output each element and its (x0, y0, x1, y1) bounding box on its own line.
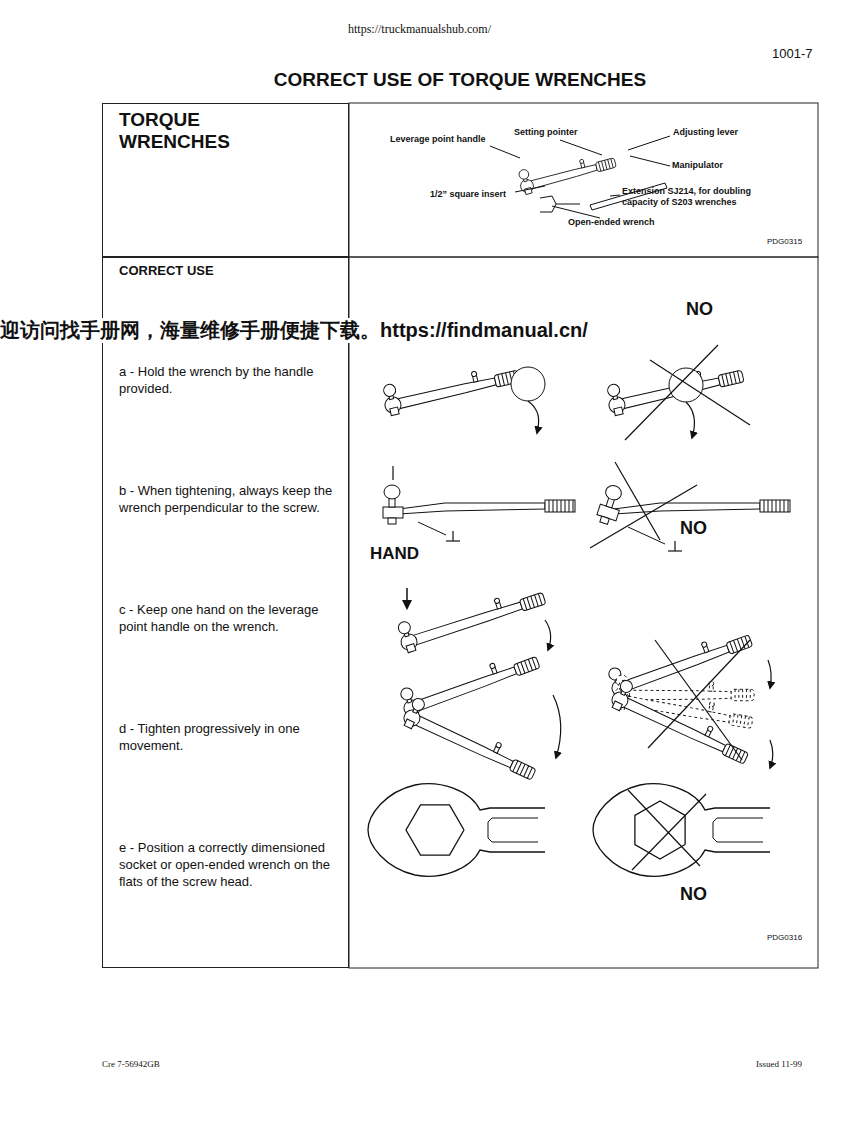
line (628, 790, 700, 866)
line (655, 640, 742, 760)
torque-wrench (401, 696, 543, 784)
line (515, 186, 545, 192)
line (628, 136, 670, 150)
instruction-text: b - When tightening, always keep the wre… (119, 483, 341, 517)
torque-wrench (605, 621, 754, 700)
motion-arrow (686, 402, 694, 438)
motion-arrow (545, 620, 551, 650)
url: https://truckmanualshub.com/ (348, 22, 491, 37)
hand-mark: HAND (370, 543, 419, 564)
line (392, 466, 393, 480)
line (648, 640, 750, 748)
screw-head (406, 805, 464, 855)
line (630, 156, 670, 166)
motion-arrow (770, 740, 773, 768)
no-mark: NO (680, 517, 707, 540)
torque-wrench-side (383, 485, 575, 524)
torque-wrench (395, 578, 547, 654)
line (628, 527, 665, 544)
part-name: Setting pointer (514, 127, 578, 138)
part-name: Manipulator (672, 160, 723, 171)
hand-position (669, 368, 703, 402)
torque-wrench (609, 678, 755, 768)
torque-wrench (397, 642, 541, 720)
part-name: 1/2” square insert (430, 189, 506, 200)
table-cell: TORQUE WRENCHES (102, 103, 349, 257)
line (632, 794, 706, 870)
motion-arrow (553, 695, 561, 758)
no-mark: NO (686, 298, 713, 321)
cell-heading: TORQUE WRENCHES (119, 109, 244, 153)
instruction-text: e - Position a correctly dimensioned soc… (119, 840, 341, 891)
line (446, 540, 460, 541)
line (590, 485, 697, 548)
page-title: CORRECT USE OF TORQUE WRENCHES (0, 68, 866, 92)
no-mark: NO (680, 883, 707, 906)
line (452, 531, 453, 541)
table-cell (349, 257, 818, 968)
line (650, 360, 750, 425)
figure-code: PDG0315 (767, 237, 802, 247)
line (552, 206, 600, 218)
line (418, 522, 446, 535)
hand-position (511, 367, 545, 401)
table-cell: CORRECT USE a - Hold the wrench by the ha… (102, 257, 349, 968)
figure-code: PDG0316 (767, 933, 802, 943)
table-cell (349, 103, 818, 257)
screw-head (635, 801, 685, 859)
issue-date: Issued 11-99 (756, 1059, 802, 1070)
motion-arrow (528, 401, 539, 433)
push-arrow (406, 588, 408, 608)
document-code: Cre 7-56942GB (102, 1059, 160, 1070)
line (668, 550, 682, 551)
page-number: 1001-7 (772, 46, 812, 62)
line (625, 345, 718, 440)
instruction-text: a - Hold the wrench by the handle provid… (119, 364, 341, 398)
open-ended-wrench (593, 784, 770, 877)
instruction-text: d - Tighten progressively in one movemen… (119, 721, 341, 755)
line (674, 541, 675, 551)
open-ended-wrench (368, 784, 545, 877)
line (560, 140, 602, 155)
watermark: 迎访问找手册网，海量维修手册便捷下载。https://findmanual.cn… (0, 318, 588, 343)
part-name: Extension SJ214, for doubling capacity o… (622, 186, 762, 209)
instruction-text: c - Keep one hand on the leverage point … (119, 602, 341, 636)
open-ended-wrench (540, 196, 580, 212)
torque-wrench (516, 146, 617, 195)
motion-arrow (768, 660, 771, 688)
line (490, 146, 520, 158)
line (615, 462, 660, 540)
cell-heading: CORRECT USE (119, 263, 339, 280)
line (610, 195, 620, 196)
part-name: Leverage point handle (390, 134, 486, 145)
part-name: Adjusting lever (673, 127, 738, 138)
torque-wrench (380, 356, 520, 417)
part-name: Open-ended wrench (568, 217, 655, 228)
